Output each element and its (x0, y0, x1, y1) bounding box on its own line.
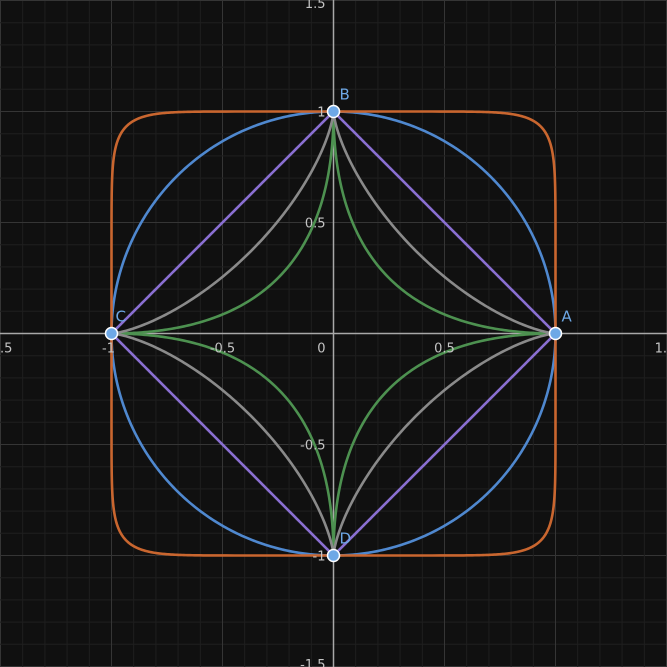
point-d[interactable] (326, 548, 341, 563)
y-tick-label: 0.5 (305, 217, 326, 232)
y-tick-label: -1 (313, 550, 326, 565)
x-tick-label: 0 (317, 342, 325, 357)
x-tick-label: 1. (655, 342, 667, 357)
point-label-c: C (116, 308, 126, 326)
x-tick-label: -1 (102, 342, 115, 357)
y-tick-label: -0.5 (300, 439, 325, 454)
point-label-d: D (340, 530, 352, 548)
superellipse-curve-n-0_5 (111, 111, 556, 556)
y-tick-label: 1.5 (305, 0, 326, 12)
x-tick-label: -0.5 (210, 342, 235, 357)
x-tick-label: .5 (0, 342, 12, 357)
point-b[interactable] (326, 104, 341, 119)
point-a[interactable] (548, 326, 563, 341)
x-tick-label: 0.5 (434, 342, 455, 357)
superellipse-curve-n-10 (110, 110, 557, 557)
points: A B C D (104, 86, 573, 563)
y-tick-label: -1.5 (300, 658, 325, 667)
point-label-a: A (562, 308, 573, 326)
y-tick-label: 1 (317, 106, 325, 121)
point-label-b: B (340, 86, 350, 104)
point-c[interactable] (104, 326, 119, 341)
